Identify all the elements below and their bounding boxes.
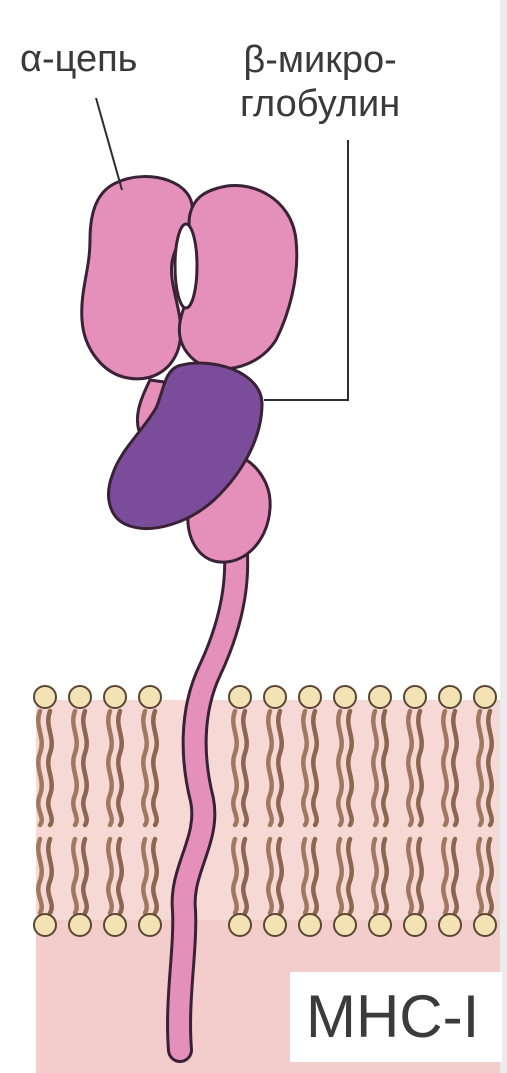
beta-label-line2: глобулин [240,82,400,126]
beta-label-line1: β-микро- [240,38,400,82]
alpha-chain-leader-line [96,98,122,190]
alpha-chain-label: α-цепь [20,38,137,80]
right-edge-strip [500,0,507,1073]
binding-groove [175,224,197,308]
beta-microglobulin-label: β-микро- глобулин [240,38,400,126]
molecule-label: MHC-I [306,985,479,1049]
